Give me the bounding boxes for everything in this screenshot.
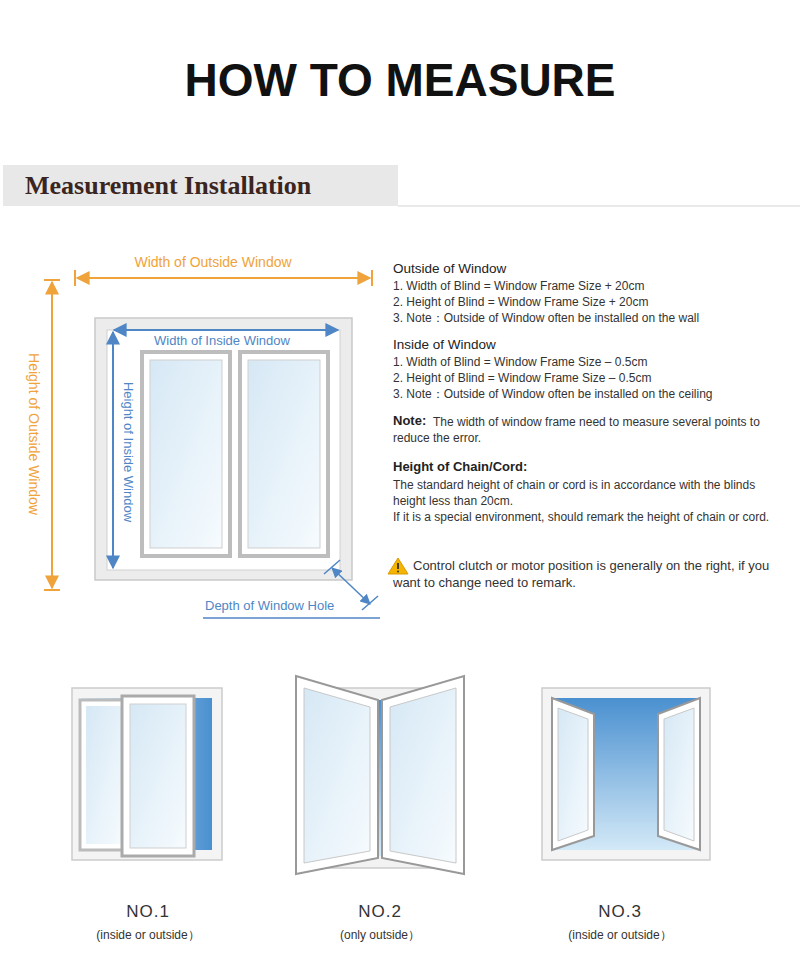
dimension-label: Height of Outside Window [24,353,42,515]
dimension-label: Width of Outside Window [134,254,291,272]
note-text: 3. Note：Outside of Window often be insta… [393,311,699,326]
dimension-label: Height of Inside Window [120,379,136,525]
rule-text: 1. Width of Blind = Window Frame Size + … [393,279,644,294]
inward-casement-window [542,688,710,860]
inside-dimension-arrows [113,330,380,618]
window-number: NO.2 [358,901,402,922]
outward-casement-window [296,676,464,874]
note-text: The width of window frame need to measur… [393,414,783,446]
window-caption: (inside or outside） [568,928,671,943]
divider-line [398,206,800,207]
main-window [95,318,352,580]
window-caption: (inside or outside） [96,928,199,943]
section-subheading: Outside of Window [393,261,506,278]
window-caption: (only outside） [340,928,420,943]
warning-text: Control clutch or motor position is gene… [393,557,785,591]
section-banner: Measurement Installation [3,165,398,206]
window-number: NO.3 [598,901,642,922]
dimension-label: Depth of Window Hole [205,598,334,614]
rule-text: 2. Height of Blind = Window Frame Size +… [393,295,648,310]
section-heading: Measurement Installation [25,171,311,201]
window-number: NO.1 [126,901,170,922]
page-title: HOW TO MEASURE [0,52,800,110]
body-text: If it is a special environment, should r… [393,509,783,525]
note-text: 3. Note：Outside of Window often be insta… [393,387,713,402]
sliding-window [72,688,222,860]
note-heading: Note: [393,413,426,429]
body-text: The standard height of chain or cord is … [393,477,783,509]
rule-text: 1. Width of Blind = Window Frame Size – … [393,355,647,370]
dimension-label: Width of Inside Window [151,333,293,349]
section-subheading: Height of Chain/Cord: [393,459,527,475]
outside-dimension-arrows [44,270,372,590]
rule-text: 2. Height of Blind = Window Frame Size –… [393,371,651,386]
section-subheading: Inside of Window [393,337,496,354]
warning-icon [388,558,408,574]
